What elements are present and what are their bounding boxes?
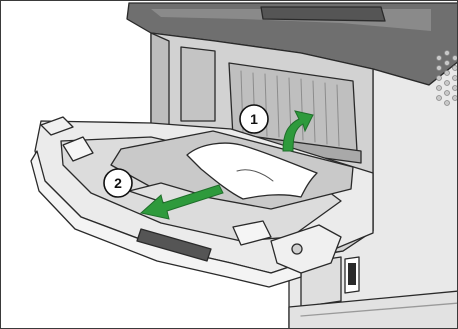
step2-label: 2: [114, 175, 122, 191]
output-tray-slot: [261, 7, 385, 21]
step1-marker: 1: [240, 105, 268, 133]
interior-rear-panel: [181, 47, 215, 121]
step1-label: 1: [250, 111, 258, 127]
step2-marker: 2: [104, 169, 132, 197]
switch-rocker: [348, 263, 356, 285]
hinge-pivot: [292, 244, 302, 254]
